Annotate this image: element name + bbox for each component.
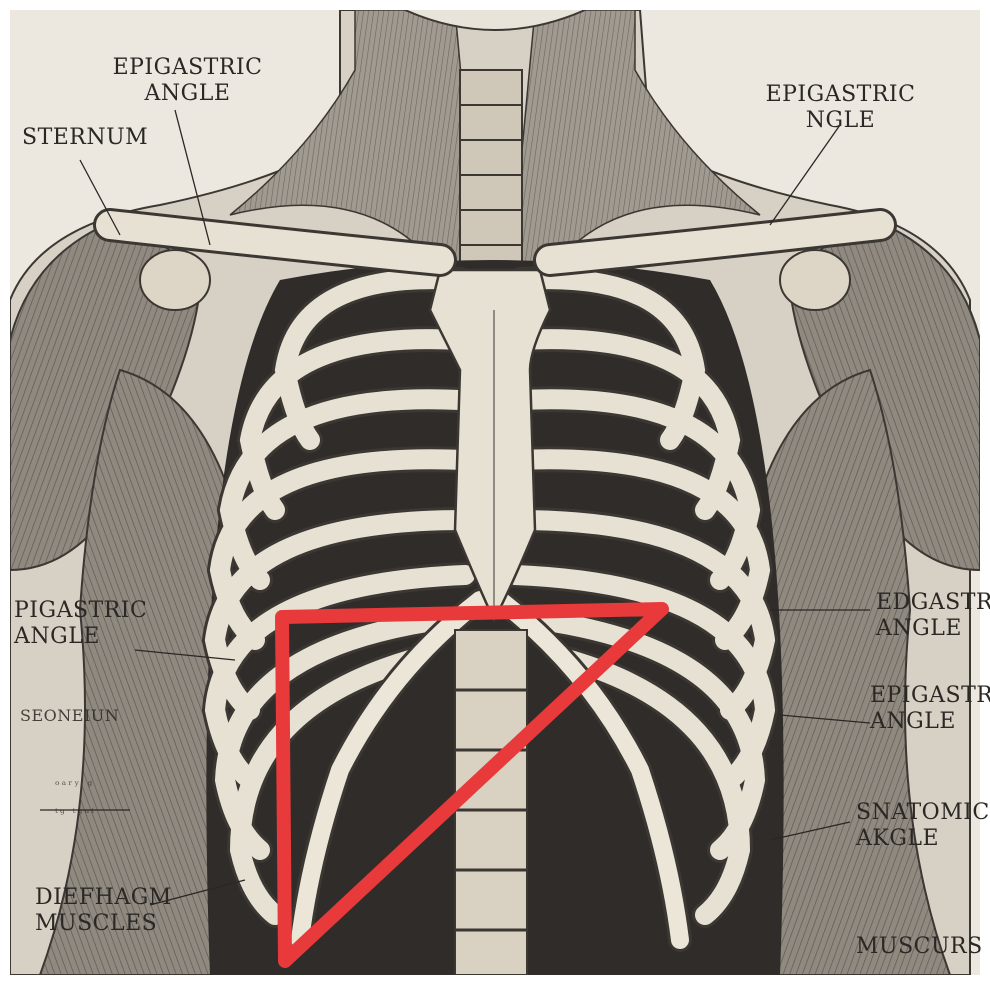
label-epigastric-angle-top-right: EPIGASTRIC NGLE: [758, 82, 923, 135]
label-muscles-bottom-right: MUSCURS: [856, 934, 983, 960]
label-epigastric-angle-right-2: EPIGASTRI ANGLE: [870, 683, 990, 736]
label-sternum: STERNUM: [22, 125, 148, 151]
label-tiny-2: ᵗᵍ ᵗᵍᵘᵗ: [55, 806, 96, 820]
left-shoulder-joint: [140, 250, 210, 310]
anatomy-illustration: [10, 10, 980, 975]
label-epigastric-angle-right-1: EDGASTRI ANGLE: [876, 590, 990, 643]
label-epigastric-angle-top-left: EPIGASTRIC ANGLE: [105, 55, 270, 108]
label-anatomic-angle: SNATOMIC AKGLE: [856, 800, 990, 853]
right-shoulder-joint: [780, 250, 850, 310]
label-tiny-1: ᵒᵃʳʸ ᵍ: [55, 778, 94, 792]
label-epigastric-angle-mid-left: PIGASTRIC ANGLE: [14, 598, 147, 651]
lumbar-spine: [455, 630, 527, 975]
cervical-spine: [460, 70, 522, 270]
label-sternum-faded: SEONEIUN: [20, 706, 119, 725]
label-diaphragm-muscles: DIEFHAGM MUSCLES: [35, 885, 172, 938]
